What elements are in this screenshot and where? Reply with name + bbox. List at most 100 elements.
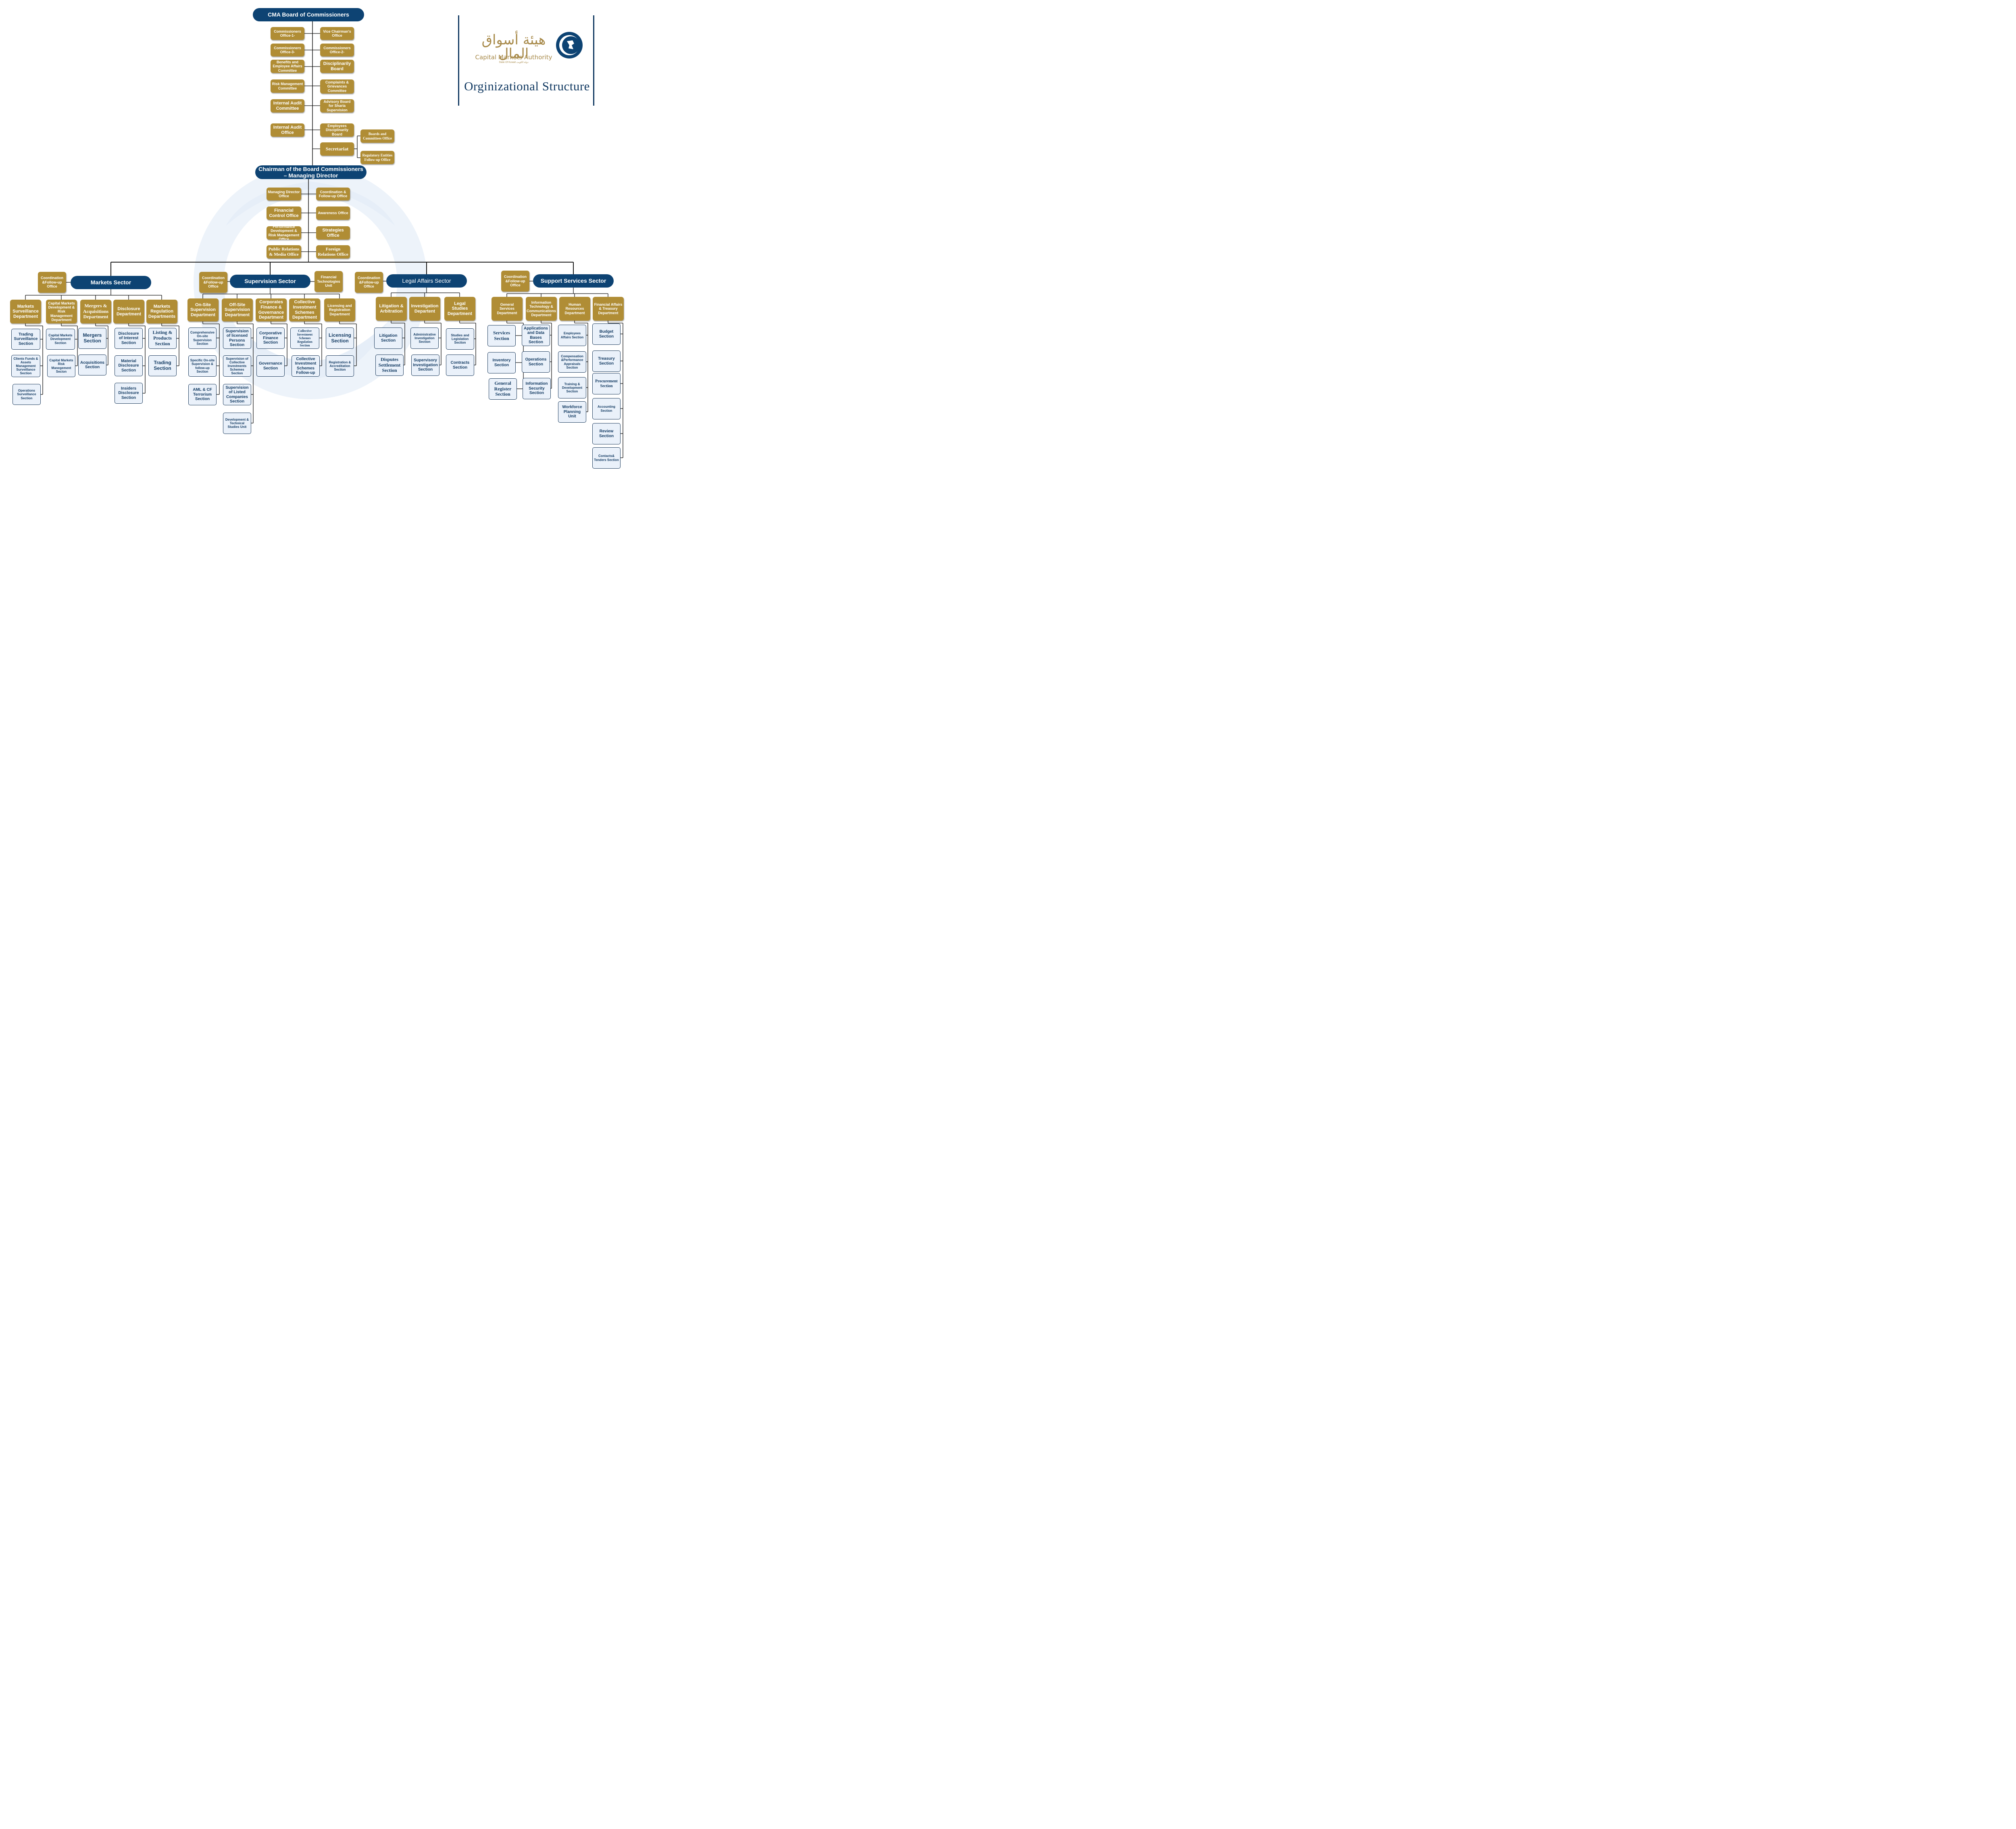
node-s-admin-inv: Administrative Investigation Section <box>410 327 439 349</box>
node-s-clients: Clients Funds & Assets Management Survei… <box>11 355 40 377</box>
state-logo-text: State Of Kuwait دولة الكويت <box>499 61 529 64</box>
node-sv-offsite: Off-Site Supervision Department <box>222 298 253 321</box>
node-s-corp-fin: Corporative Finance Section <box>256 327 285 349</box>
node-s-studies: Studies and Legislation Section <box>446 328 474 350</box>
node-s-contracts: Contracts Section <box>446 355 474 376</box>
node-risk-comm: Risk Management Committee <box>271 79 304 93</box>
node-perf-dev: Performance Development & Risk Managemen… <box>267 226 301 240</box>
node-mk-surv: Markets Surveillance Department <box>10 300 41 323</box>
node-board: CMA Board of Commissioners <box>253 8 364 21</box>
node-s-cis-reg: Collective Investment Schemes Regulation… <box>290 327 319 349</box>
node-s-doi: Disclosure of Interest Section <box>115 328 143 349</box>
node-s-budget: Budget Section <box>592 323 621 345</box>
org-chart: هيئة أسواق المال Capital Markets Authori… <box>0 0 632 488</box>
node-comm3: Commissioners Office-3- <box>271 44 304 56</box>
node-benefits: Benefits and Employee Affairs Committee <box>271 60 304 73</box>
node-s-disputes: Disputes Settlement Section <box>375 355 404 376</box>
node-boards-comm: Boards and Committees Office <box>360 129 394 143</box>
org-structure-title: Orginizational Structure <box>464 79 590 93</box>
node-s-cmd: Capital Markets Development Section <box>46 329 75 350</box>
node-sv-cis: Collective Investment Schemes Department <box>289 298 320 321</box>
node-s-operations: Operations Section <box>522 351 550 373</box>
node-mk-disc: Disclosure Department <box>113 300 144 323</box>
node-secretariat: Secretariat <box>320 142 354 156</box>
node-s-treasury: Treasury Section <box>592 350 621 372</box>
node-s-apps: Applications and Data Bases Section <box>522 325 550 346</box>
node-ia-comm: Internal Audit Committee <box>271 99 304 113</box>
arabic-logo-text: هيئة أسواق المال <box>481 32 546 62</box>
node-ss-fin: Financial Affairs & Treasury Department <box>593 297 624 321</box>
node-s-aml: AML & CF Terrorism Section <box>188 384 217 405</box>
node-comm2: Commissioners Office-2- <box>320 44 354 56</box>
node-pr-media: Public Relations & Media Office <box>267 245 301 259</box>
node-sv-onsite: On-Site Supervision Department <box>187 298 219 321</box>
node-chairman: Chairman of the Board Commissioners – Ma… <box>255 165 367 179</box>
node-s-reg-accr: Registration & Accreditation Section <box>326 355 354 377</box>
node-s-insiders: Insiders Disclosure Section <box>115 383 143 404</box>
node-s-trading-surv: Trading Surveillance Section <box>11 329 40 350</box>
node-vice: Vice Chairman's Office <box>320 27 354 40</box>
connector-lines <box>25 21 623 458</box>
node-comm1: Commissioners Office-1- <box>271 27 304 40</box>
node-sv-sector: Supervision Sector <box>230 275 310 288</box>
node-ss-hr: Human Resources Department <box>559 297 590 321</box>
node-la-sector: Legal Affairs Sector <box>386 274 467 288</box>
node-s-inventory: Inventory Section <box>487 352 516 373</box>
logo-panel: هيئة أسواق المال Capital Markets Authori… <box>458 15 594 106</box>
node-s-cis-follow: Collective Investment Schemes Follow-up <box>292 355 320 377</box>
node-s-licensing: Licensing Section <box>326 327 354 349</box>
node-la-legal: Legal Studies Department <box>444 297 475 321</box>
falcon-emblem-icon <box>556 32 583 58</box>
node-coord-chair: Coordination & Follow-up Office <box>316 188 350 200</box>
node-s-gen-reg: General Register Section <box>489 378 517 400</box>
logo-right-rule <box>593 15 594 106</box>
node-ss-coord: Coordination &Follow-up Office <box>501 271 529 292</box>
node-ss-sector: Support Services Sector <box>533 274 614 288</box>
node-s-services: Services Section <box>487 325 516 346</box>
node-s-procurement: Procurement Section <box>592 373 621 394</box>
node-s-gov: Governance Section <box>256 355 285 377</box>
node-s-devtech: Development & Technical Studies Unit <box>223 413 251 434</box>
node-s-infosec: Information Security Section <box>523 378 551 399</box>
node-s-spec-onsite: Specific On-site Supervision & follow-up… <box>188 355 217 377</box>
node-sv-coord: Coordination &Follow-up Office <box>199 272 227 293</box>
node-mk-cmd: Capital Markets Development & Risk Manag… <box>46 300 77 323</box>
node-s-trading: Trading Section <box>148 355 177 376</box>
node-s-review: Review Section <box>592 423 621 444</box>
node-la-coord: Coordination &Follow-up Office <box>355 272 383 293</box>
node-fin-control: Financial Control Office <box>267 206 301 220</box>
node-mk-sector: Markets Sector <box>71 276 151 289</box>
node-sharia: Advisory Board for Sharia Supervision <box>320 99 354 113</box>
node-awareness: Awareness Office <box>316 206 350 220</box>
node-s-sup-cis: Supervision of Collective Investments Sc… <box>223 355 251 377</box>
node-s-material: Material Disclosure Section <box>115 355 143 376</box>
node-reg-follow: Regulatory Entities Follow-up Office <box>360 151 394 164</box>
node-s-comp-perf: Compensation &Performance Appraisals Sec… <box>558 351 586 373</box>
node-disc-board: Disciplinarily Board <box>320 60 354 73</box>
node-s-training: Training & Development Section <box>558 377 586 398</box>
node-s-acq: Acquisitions Section <box>78 355 106 375</box>
node-s-lic-persons: Supervision of licensed Persons Section <box>223 327 251 349</box>
node-s-listed: Supervision of Listed Companies Section <box>223 384 251 405</box>
node-s-ops-surv: Operations Surveillance Section <box>12 384 41 405</box>
node-sv-ftu: Financial Technologies Unit <box>314 271 343 292</box>
english-logo-text: Capital Markets Authority <box>475 54 552 61</box>
logo-left-rule <box>458 15 459 106</box>
node-foreign: Foreign Relations Office <box>316 245 350 259</box>
node-s-comp-onsite: Comprehensive On-site Supervision Sectio… <box>188 327 217 349</box>
node-s-litigation: Litigation Section <box>374 327 402 349</box>
node-ss-it: Information Technology & Communications … <box>526 297 557 321</box>
node-mk-reg: Markets Regulation Departments <box>146 300 177 323</box>
node-strategies: Strategies Office <box>316 226 350 240</box>
node-emp-disc: Employees Disciplinarily Board <box>320 123 354 137</box>
node-md-office: Managing Director Office <box>267 188 301 200</box>
node-s-sup-inv: Supervisory Investigation Section <box>411 355 439 376</box>
node-s-listing: Listing & Products Section <box>148 328 177 349</box>
node-complaints: Complaints & Grievances Committee <box>320 79 354 94</box>
node-la-inv: Investigation Departent <box>409 297 440 321</box>
node-mk-ma: Mergers & Acquisitions Department <box>80 300 111 323</box>
node-la-lit: Litigation & Arbitration <box>376 297 407 321</box>
node-sv-lic: Licensing and Registration Department <box>324 298 355 321</box>
node-mk-coord: Coordination &Follow-up Office <box>38 272 66 293</box>
node-sv-corp: Corporates Finance & Governance Departme… <box>256 298 287 321</box>
